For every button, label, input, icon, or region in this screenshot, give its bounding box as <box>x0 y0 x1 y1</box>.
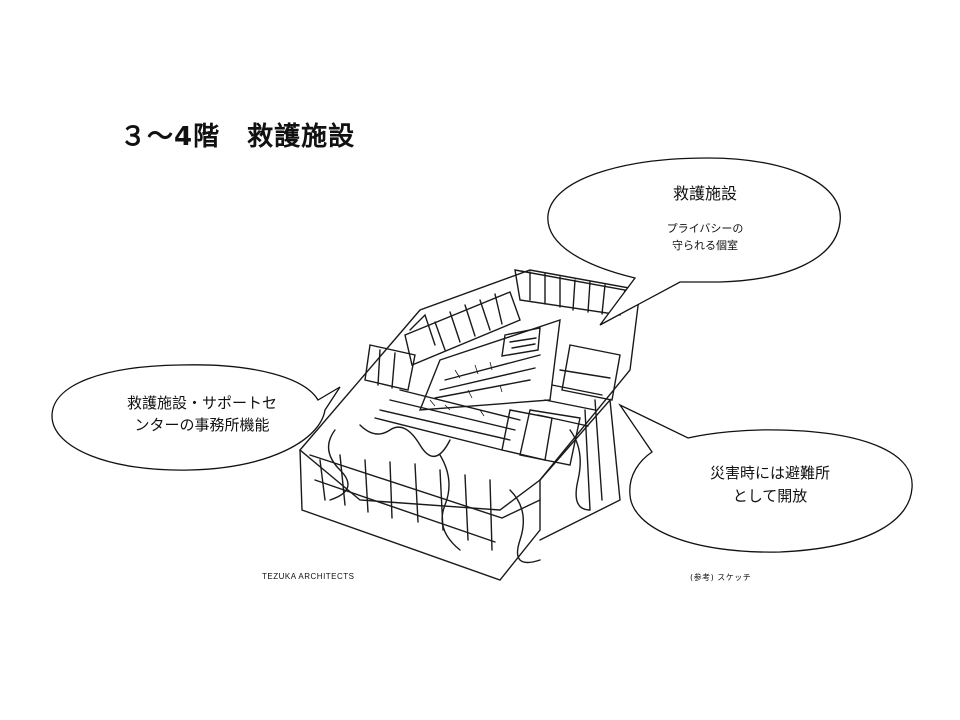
callout-rescue-facility-line2: 守られる個室 <box>672 239 738 252</box>
callout-rescue-facility-title: 救護施設 <box>672 184 737 203</box>
callout-bubble-office <box>51 364 341 471</box>
callout-office-line1: 救護施設・サポートセ <box>126 394 277 412</box>
callout-shelter-line1: 災害時には避難所 <box>709 464 830 482</box>
callout-bubble-shelter <box>618 403 913 553</box>
sketch-credit-reference: (参考) スケッチ <box>690 573 752 582</box>
callout-rescue-facility-text: プライバシーの 守られる個室 <box>620 220 790 254</box>
callout-office-line2: ンターの事務所機能 <box>134 416 270 434</box>
callout-shelter-line2: として開放 <box>732 487 808 505</box>
callout-shelter-text: 災害時には避難所 として開放 <box>670 462 870 508</box>
callout-office-text: 救護施設・サポートセ ンターの事務所機能 <box>92 392 312 436</box>
callout-rescue-facility-line1: プライバシーの <box>666 222 744 235</box>
callout-bubble-rescue-facility <box>547 157 841 326</box>
building-sketch <box>299 269 641 581</box>
sketch-credit-architect: TEZUKA ARCHITECTS <box>262 572 355 581</box>
slide-title: ３～4階 救護施設 <box>120 122 356 152</box>
